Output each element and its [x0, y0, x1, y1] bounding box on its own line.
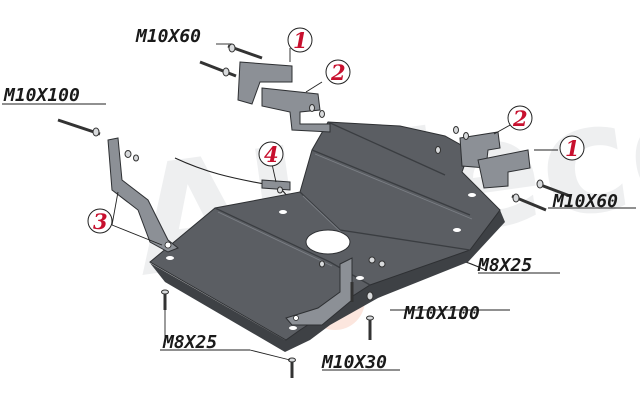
leader: [111, 224, 163, 246]
nut: [435, 146, 441, 154]
label-m10x30: M10X30: [321, 352, 387, 373]
callout-4-text: 4: [264, 142, 279, 167]
fasteners: [57, 43, 571, 378]
slot: [453, 228, 461, 232]
leader-lines: [2, 43, 636, 371]
washer: [92, 127, 100, 137]
callout-2-right-text: 2: [512, 106, 528, 131]
highlight-2: [302, 195, 344, 235]
callout-1-right-text: 1: [565, 136, 580, 161]
washer: [222, 67, 230, 77]
front-bracket-body: [285, 257, 353, 326]
callout-1-top: 1: [287, 27, 313, 53]
bracket-1-left: [237, 61, 293, 105]
nut: [319, 260, 325, 268]
nut: [124, 150, 132, 158]
leader: [249, 349, 291, 361]
bolt: [199, 60, 237, 78]
nut: [453, 126, 459, 134]
bracket-3: [107, 137, 179, 253]
washer: [133, 154, 139, 162]
bracket-1-right: [477, 149, 531, 189]
cable-left: [174, 157, 271, 186]
slot: [289, 326, 297, 330]
nut: [463, 132, 469, 140]
clip-4-body: [261, 179, 291, 191]
callout-2-right: 2: [507, 105, 533, 131]
nut: [319, 110, 325, 118]
slot: [166, 256, 174, 260]
bolt: [537, 182, 571, 198]
upper-right-brackets: [459, 131, 531, 189]
upper-left-brackets: [237, 61, 331, 133]
bracket-2-left: [261, 87, 331, 133]
washer: [536, 179, 544, 189]
washer: [378, 260, 386, 268]
clip-4: [261, 179, 291, 191]
highlight-3: [314, 153, 473, 220]
leader: [305, 81, 323, 93]
bracket-3-body: [107, 137, 179, 253]
callout-2-top-text: 2: [330, 60, 346, 85]
bracket-3-hole: [164, 241, 172, 249]
label-m10x60-right: M10X60: [552, 191, 618, 212]
washer: [512, 193, 520, 203]
washer: [161, 289, 169, 295]
callout-2-top: 2: [325, 59, 351, 85]
nut: [309, 104, 315, 112]
label-m8x25-right: M8X25: [477, 255, 532, 276]
highlight-1: [217, 211, 333, 267]
part-callouts: 1 2 2 1 4 3: [87, 27, 585, 234]
callout-1-right: 1: [559, 135, 585, 161]
label-m10x100-front: M10X100: [403, 303, 480, 324]
rib-3: [311, 149, 471, 216]
label-m10x60-top: M10X60: [135, 26, 201, 47]
leader: [493, 123, 513, 135]
washer: [228, 43, 236, 53]
rib-2: [299, 191, 471, 251]
callout-3: 3: [87, 208, 113, 234]
fastener-labels: M10X60 M10X100 M10X60 M8X25 M10X100 M8X2…: [3, 26, 618, 373]
nut: [368, 256, 376, 264]
front-bracket-hole: [293, 315, 299, 321]
washer: [366, 291, 374, 301]
label-m10x100-left: M10X100: [3, 85, 80, 106]
nut: [277, 186, 283, 194]
mounting-slots: [166, 193, 476, 330]
callout-4: 4: [258, 141, 284, 167]
callout-1-top-text: 1: [293, 28, 308, 53]
drain-hole: [305, 229, 351, 255]
leader: [111, 191, 119, 226]
slot: [468, 193, 476, 197]
label-m8x25-bottom: M8X25: [162, 332, 217, 353]
rib-4: [327, 121, 446, 176]
slot: [356, 276, 364, 280]
plate-highlights: [217, 153, 473, 267]
slot: [279, 210, 287, 214]
front-bracket: [285, 257, 353, 326]
leader: [271, 163, 277, 183]
washer: [366, 315, 374, 321]
callout-3-text: 3: [93, 209, 108, 234]
